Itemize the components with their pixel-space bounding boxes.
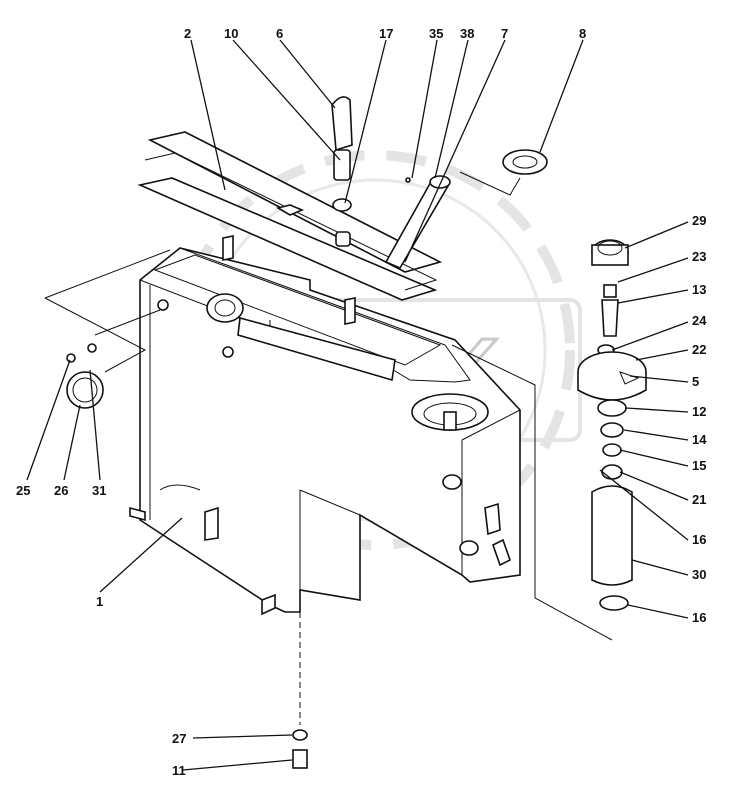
label-26: 26	[54, 483, 68, 498]
part-labels: 2 10 6 17 35 38 7 8 29 23 13 24 22 5 12 …	[16, 26, 707, 778]
label-17: 17	[379, 26, 393, 41]
filter-assembly-line	[451, 344, 613, 641]
label-31: 31	[92, 483, 106, 498]
breather-assembly	[331, 96, 353, 247]
cap-leader-line	[459, 171, 521, 196]
label-27: 27	[172, 731, 186, 746]
label-25: 25	[16, 483, 30, 498]
filter-stack	[577, 239, 647, 611]
label-7: 7	[501, 26, 508, 41]
label-23: 23	[692, 249, 706, 264]
label-8: 8	[579, 26, 586, 41]
cover-plate	[137, 131, 443, 301]
label-11: 11	[172, 763, 186, 778]
tank-body	[129, 235, 521, 616]
label-30: 30	[692, 567, 706, 582]
label-15: 15	[692, 458, 706, 473]
drain-plug	[292, 612, 308, 769]
sight-gauge	[66, 343, 104, 409]
label-21: 21	[692, 492, 706, 507]
label-10: 10	[224, 26, 238, 41]
label-2: 2	[184, 26, 191, 41]
label-35: 35	[429, 26, 443, 41]
label-5: 5	[692, 374, 699, 389]
label-38: 38	[460, 26, 474, 41]
label-16-upper: 16	[692, 532, 706, 547]
label-13: 13	[692, 282, 706, 297]
label-16-lower: 16	[692, 610, 706, 625]
leader-lines	[26, 39, 689, 771]
label-6: 6	[276, 26, 283, 41]
left-bracket-line-c	[94, 309, 161, 336]
filler-cap	[502, 149, 548, 175]
label-14: 14	[692, 432, 707, 447]
label-24: 24	[692, 313, 707, 328]
left-bracket-line-a	[44, 249, 171, 299]
left-bracket-line-b	[44, 297, 147, 373]
label-22: 22	[692, 342, 706, 357]
label-1: 1	[96, 594, 103, 609]
label-29: 29	[692, 213, 706, 228]
label-12: 12	[692, 404, 706, 419]
